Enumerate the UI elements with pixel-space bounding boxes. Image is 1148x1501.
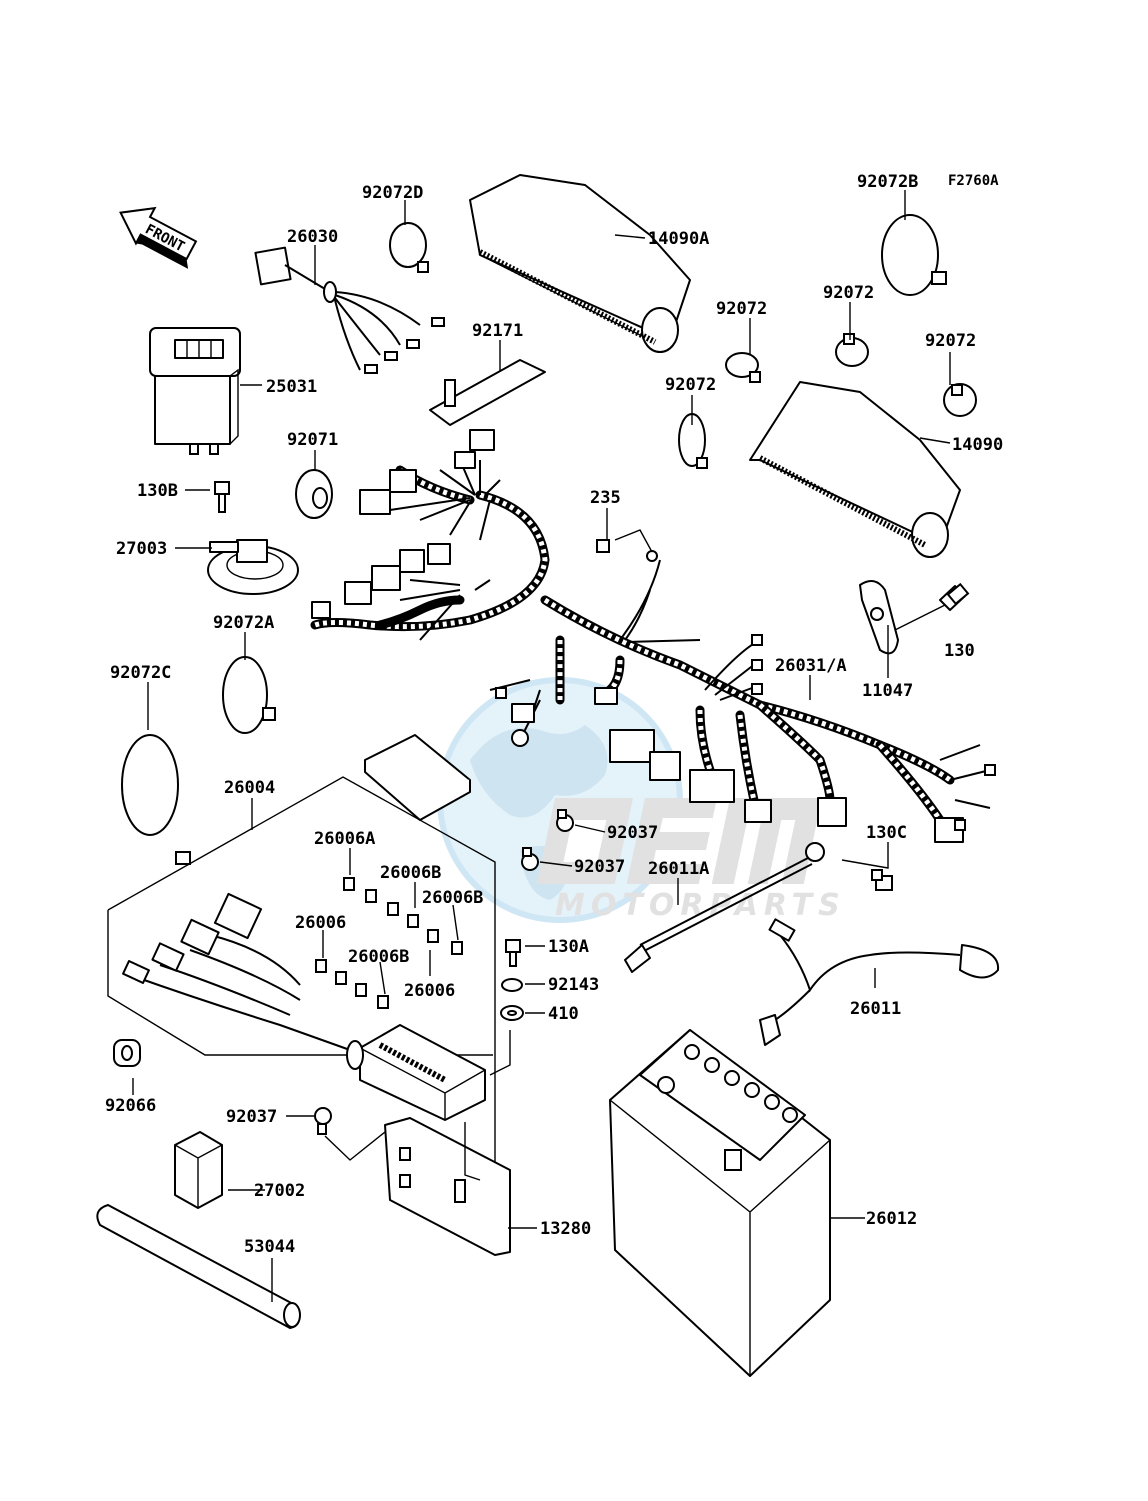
leader-lines [132, 190, 951, 1302]
watermark: MOTORPARTS [437, 677, 846, 923]
callout-92071: 92071 [287, 430, 338, 450]
callout-14090: 14090 [952, 435, 1003, 455]
battery-26012 [609, 1029, 831, 1377]
callout-92037-b: 92037 [574, 857, 625, 877]
bolt-130c [871, 869, 893, 891]
clip-92037-3 [314, 1107, 332, 1135]
callout-26030: 26030 [287, 227, 338, 247]
callout-14090a: 14090A [648, 229, 709, 249]
cable-26011a [624, 842, 825, 973]
cover-14090 [749, 381, 961, 558]
tie-92072-3 [943, 383, 977, 417]
relay-27002 [174, 1131, 223, 1209]
callout-26011: 26011 [850, 999, 901, 1019]
callout-92037-a: 92037 [607, 823, 658, 843]
callout-26004: 26004 [224, 778, 275, 798]
callout-92072b: 92072B [857, 172, 918, 192]
callout-27003: 27003 [116, 539, 167, 559]
tie-92072-2 [835, 333, 869, 367]
clip-92037-1 [556, 809, 574, 832]
callout-92143: 92143 [548, 975, 599, 995]
callout-27002: 27002 [254, 1181, 305, 1201]
callout-92072d: 92072D [362, 183, 423, 203]
callout-92066: 92066 [105, 1096, 156, 1116]
callout-92037-c: 92037 [226, 1107, 277, 1127]
figure-code: F2760A [948, 173, 999, 189]
callout-26031-a: 26031/A [775, 656, 847, 676]
callout-92072a: 92072A [213, 613, 274, 633]
callout-130a: 130A [548, 937, 589, 957]
callout-130c: 130C [866, 823, 907, 843]
tie-92072b [881, 214, 947, 296]
callout-235: 235 [590, 488, 621, 508]
grommet-92071 [295, 469, 333, 519]
callout-92072-c: 92072 [925, 331, 976, 351]
bolt-130 [939, 582, 970, 611]
horn-27003 [207, 539, 299, 595]
fuse-box-26004 [107, 734, 496, 1163]
cable-26011 [759, 918, 1000, 1046]
callout-92072-a: 92072 [716, 299, 767, 319]
washer-410 [500, 1005, 524, 1021]
tie-92072-1 [725, 352, 761, 383]
front-arrow-icon: FRONT [119, 206, 198, 269]
sub-harness-26030 [254, 246, 445, 374]
callout-11047: 11047 [862, 681, 913, 701]
callout-26006-b: 26006 [404, 981, 455, 1001]
tie-92072a [222, 656, 276, 734]
clip-92037-2 [521, 847, 539, 871]
washer-92143 [501, 978, 523, 992]
callout-26012: 26012 [866, 1209, 917, 1229]
tie-92072d [389, 222, 429, 273]
callout-26011a: 26011A [648, 859, 709, 879]
main-harness-26031 [310, 429, 996, 843]
watermark-subtitle: MOTORPARTS [555, 888, 846, 923]
callout-26006b-a: 26006B [380, 863, 441, 883]
callout-26006b-c: 26006B [348, 947, 409, 967]
callout-26006a: 26006A [314, 829, 375, 849]
plate-11047 [859, 580, 899, 655]
callout-92072-b: 92072 [823, 283, 874, 303]
callout-130: 130 [944, 641, 975, 661]
callout-92171: 92171 [472, 321, 523, 341]
callout-26006b-b: 26006B [422, 888, 483, 908]
callout-25031: 25031 [266, 377, 317, 397]
bolt-130a [505, 939, 521, 967]
screw-235 [596, 539, 658, 562]
callout-13280: 13280 [540, 1219, 591, 1239]
callout-53044: 53044 [244, 1237, 295, 1257]
tie-92072-4 [678, 413, 708, 469]
callout-92072-d: 92072 [665, 375, 716, 395]
callout-410: 410 [548, 1004, 579, 1024]
hour-meter-25031 [149, 327, 241, 455]
tie-92072c [121, 734, 191, 865]
cover-14090a [469, 174, 691, 353]
bracket-13280 [384, 1117, 511, 1256]
callout-26006-a: 26006 [295, 913, 346, 933]
grommet-92066 [113, 1039, 141, 1067]
tube-53044 [96, 1204, 301, 1329]
bolt-130b [214, 481, 230, 513]
bracket-92171 [429, 359, 546, 426]
callout-92072c: 92072C [110, 663, 171, 683]
callout-130b: 130B [137, 481, 178, 501]
callout-labels: 92072D 26030 14090A 92072B 92171 92072 9… [105, 172, 1003, 1257]
